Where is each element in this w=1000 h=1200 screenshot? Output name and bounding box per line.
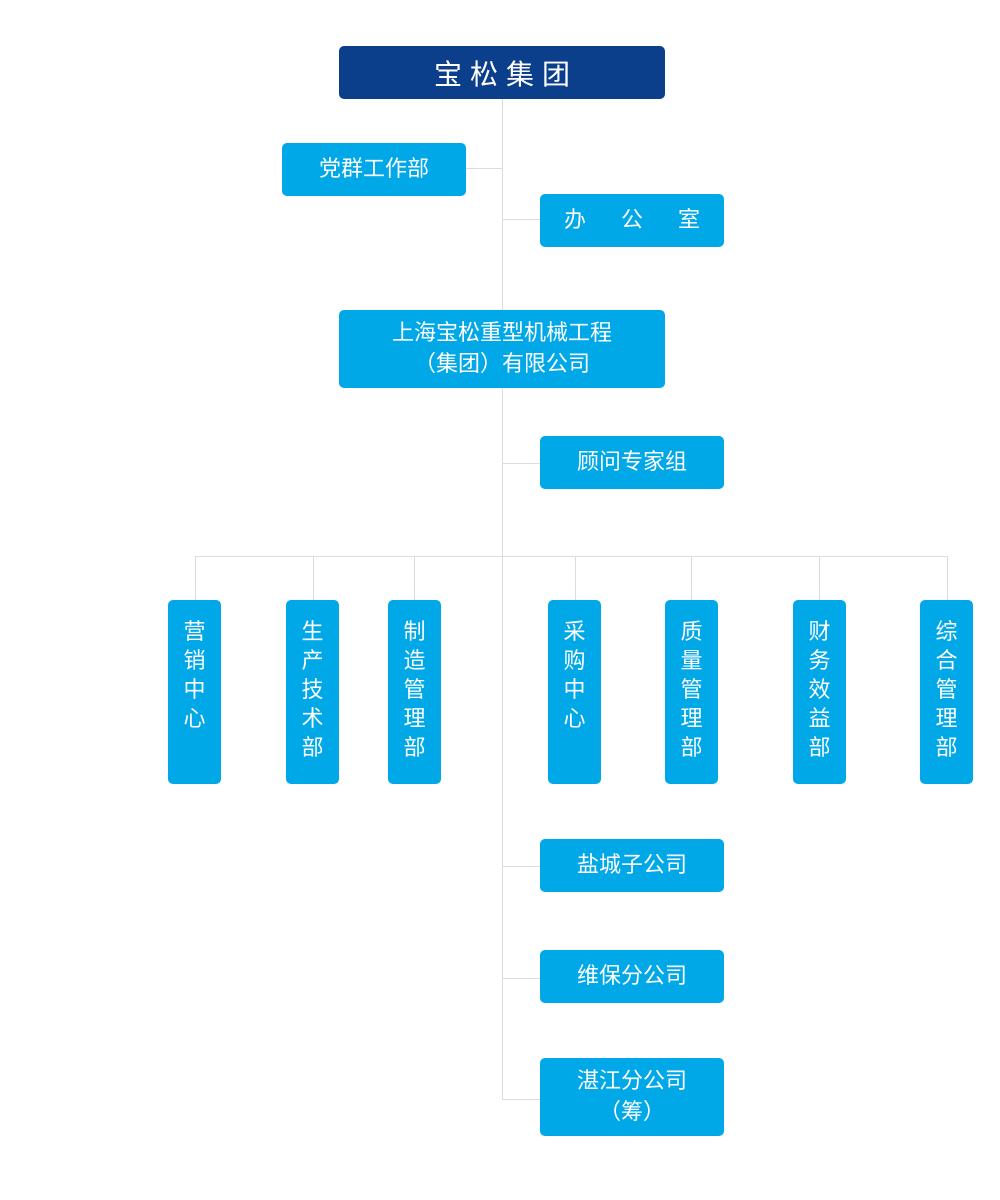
dept-drop-1 — [195, 556, 196, 601]
subsidiary-node-2: 维保分公司 — [540, 950, 724, 1003]
dept-node-1: 营销中心 — [168, 600, 221, 784]
subsidiary-connector-3 — [502, 1099, 541, 1100]
subsidiary-label: 盐城子公司 — [576, 852, 687, 878]
dept-drop-5 — [691, 556, 692, 601]
dept-label: 采购中心 — [563, 620, 586, 732]
subsidiary-label-line1: 湛江分公司 — [576, 1069, 687, 1094]
dept-drop-7 — [947, 556, 948, 601]
subsidiary-label-line2: （筹） — [598, 1100, 665, 1125]
dept-label: 营销中心 — [183, 620, 206, 732]
departments-bus-line — [195, 556, 948, 557]
dept-node-3: 制造管理部 — [388, 600, 441, 784]
root-node: 宝松集团 — [339, 46, 665, 99]
main-trunk-line — [502, 98, 503, 1100]
dept-node-6: 财务效益部 — [793, 600, 846, 784]
dept-label: 制造管理部 — [403, 620, 426, 761]
dept-node-7: 综合管理部 — [920, 600, 973, 784]
dept-label: 质量管理部 — [680, 620, 703, 761]
subsidiary-node-3: 湛江分公司 （筹） — [540, 1058, 724, 1136]
advisors-node: 顾问专家组 — [540, 436, 724, 489]
dept-drop-2 — [313, 556, 314, 601]
subsidiary-connector-1 — [502, 866, 541, 867]
subsidiary-label: 维保分公司 — [576, 963, 687, 989]
dept-label: 综合管理部 — [935, 620, 958, 761]
advisors-label: 顾问专家组 — [576, 449, 687, 475]
dept-node-5: 质量管理部 — [665, 600, 718, 784]
office-label: 办 公 室 — [564, 207, 714, 233]
company-label-line1: 上海宝松重型机械工程 — [391, 321, 612, 346]
dept-drop-4 — [575, 556, 576, 601]
party-dept-connector — [465, 168, 503, 169]
office-connector — [502, 219, 541, 220]
company-label-line2: （集团）有限公司 — [413, 352, 590, 377]
company-node: 上海宝松重型机械工程 （集团）有限公司 — [339, 310, 665, 388]
party-dept-node: 党群工作部 — [282, 143, 466, 196]
advisors-connector — [502, 463, 541, 464]
root-label: 宝松集团 — [433, 57, 578, 91]
dept-label: 生产技术部 — [301, 620, 324, 761]
subsidiary-connector-2 — [502, 978, 541, 979]
dept-drop-3 — [414, 556, 415, 601]
subsidiary-node-1: 盐城子公司 — [540, 839, 724, 892]
dept-drop-6 — [819, 556, 820, 601]
dept-node-4: 采购中心 — [548, 600, 601, 784]
dept-label: 财务效益部 — [808, 620, 831, 761]
dept-node-2: 生产技术部 — [286, 600, 339, 784]
office-node: 办 公 室 — [540, 194, 724, 247]
party-dept-label: 党群工作部 — [318, 156, 429, 182]
